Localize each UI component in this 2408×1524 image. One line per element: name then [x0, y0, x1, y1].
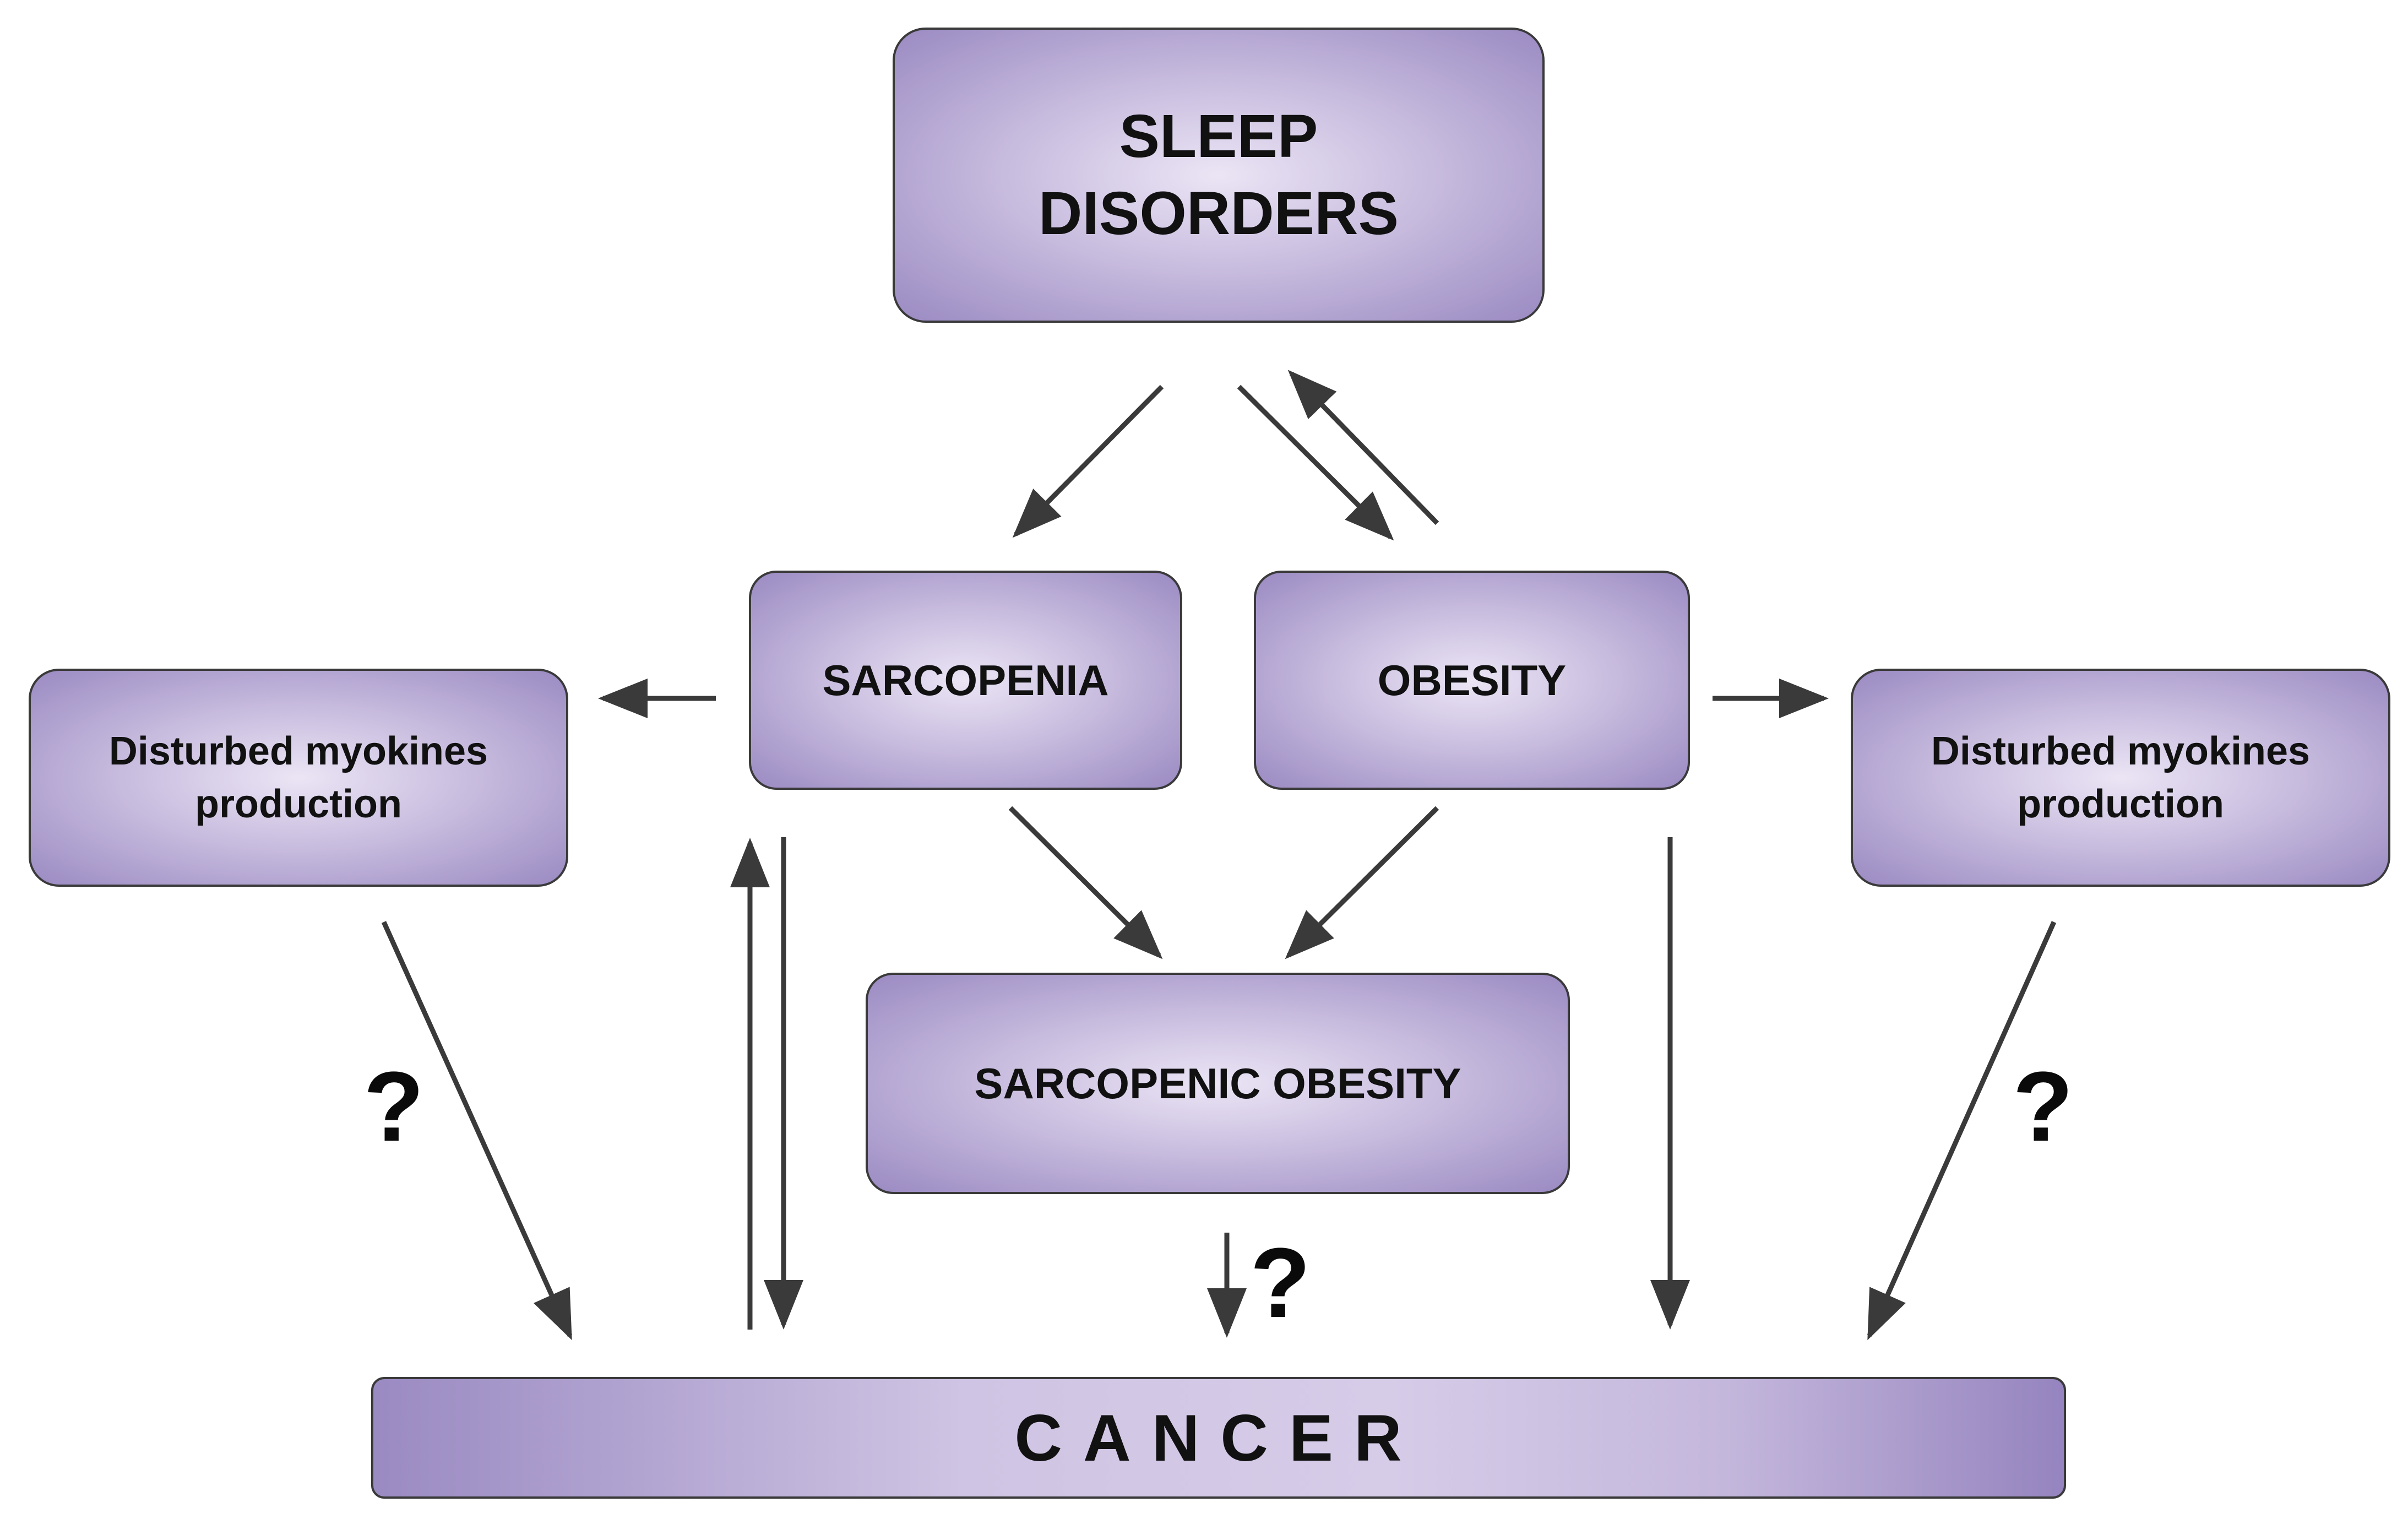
- node-obesity-label: OBESITY: [1377, 655, 1567, 704]
- node-sleep-disorders-line1: SLEEP: [1119, 102, 1318, 170]
- arrow-obesity-to-sarcopenic-obesity: [1285, 806, 1439, 959]
- question-mark-left: ?: [363, 1051, 424, 1162]
- arrow-obesity-to-sleep: [1287, 370, 1439, 525]
- arrow-myokines-right-to-cancer: [1867, 921, 2057, 1341]
- node-sleep-disorders: SLEEP DISORDERS: [893, 28, 1545, 323]
- node-myokines-right: Disturbed myokines production: [1851, 669, 2390, 887]
- node-myokines-left: Disturbed myokines production: [29, 669, 568, 887]
- node-cancer-label: CANCER: [1014, 1401, 1423, 1475]
- node-myokines-left-line1: Disturbed myokines: [108, 729, 488, 773]
- node-myokines-right-line2: production: [2017, 782, 2224, 826]
- node-sarcopenia-label: SARCOPENIA: [822, 655, 1109, 704]
- question-mark-middle: ?: [1250, 1228, 1311, 1338]
- node-sarcopenia: SARCOPENIA: [749, 571, 1182, 790]
- node-myokines-right-line1: Disturbed myokines: [1931, 729, 2311, 773]
- arrow-sleep-to-sarcopenia: [1012, 384, 1164, 538]
- arrow-sleep-to-obesity: [1237, 384, 1394, 541]
- question-mark-right: ?: [2013, 1051, 2073, 1162]
- node-obesity: OBESITY: [1254, 571, 1690, 790]
- node-sleep-disorders-line2: DISORDERS: [1039, 180, 1399, 247]
- node-sarcopenic-obesity-label: SARCOPENIC OBESITY: [974, 1059, 1461, 1108]
- arrow-sarcopenia-to-sarcopenic-obesity: [1008, 806, 1163, 959]
- arrow-myokines-left-to-cancer: [381, 921, 573, 1341]
- node-cancer: CANCER: [371, 1377, 2066, 1499]
- node-sarcopenic-obesity: SARCOPENIC OBESITY: [866, 973, 1570, 1194]
- node-myokines-left-line2: production: [195, 782, 402, 826]
